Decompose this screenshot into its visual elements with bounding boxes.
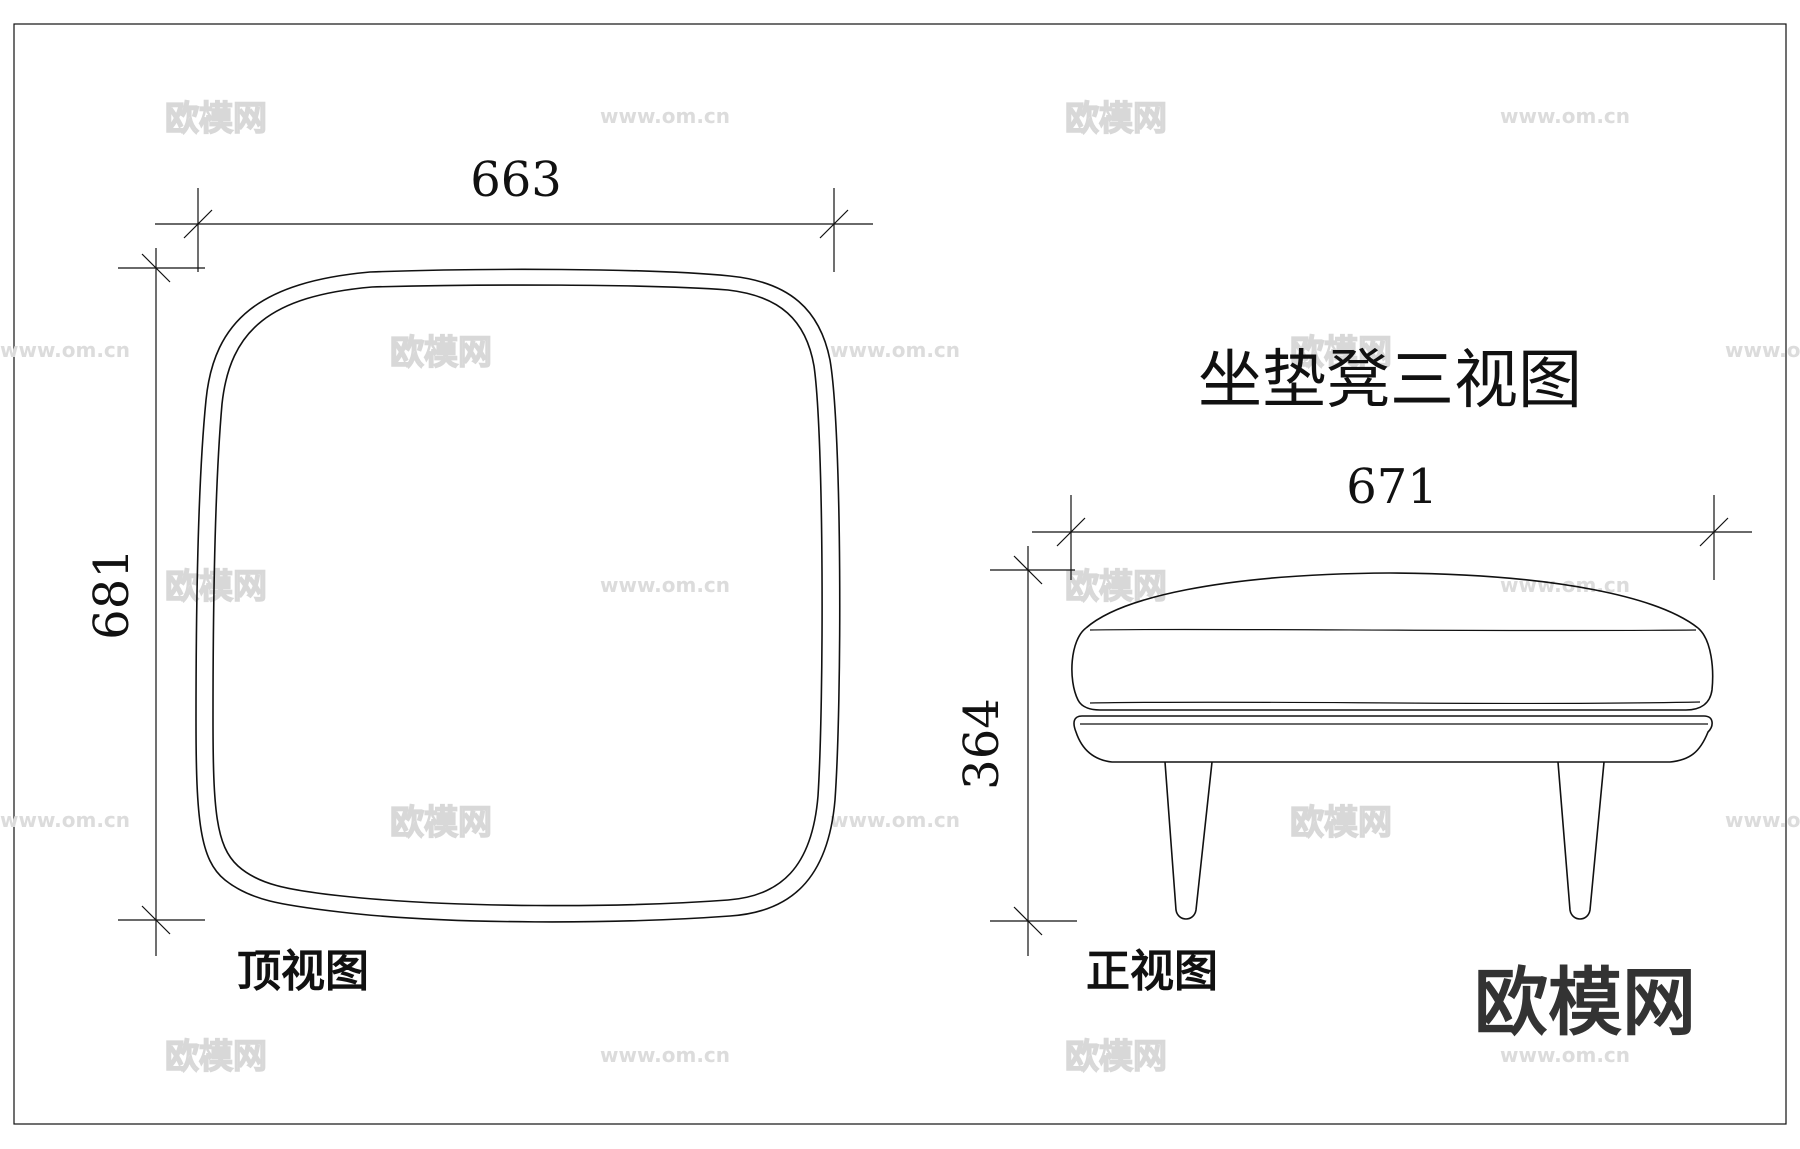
top-width-tick-left — [183, 209, 213, 239]
top-width-tick-right — [819, 209, 849, 239]
watermark-brand: 欧模网 — [165, 99, 267, 139]
front-cushion-seam-bottom — [1089, 701, 1701, 705]
front-leg-left — [1164, 761, 1213, 920]
drawing-frame — [13, 23, 1787, 1125]
front-cushion-seam-top — [1089, 628, 1697, 632]
watermark-url: www.om.cn — [0, 808, 130, 832]
watermark-url: www.om.cn — [1725, 808, 1800, 832]
watermark-brand: 欧模网 — [1290, 803, 1392, 843]
top-depth-tick-top — [141, 253, 171, 283]
drawing-title: 坐垫凳三视图 — [1198, 344, 1582, 418]
watermark-url: www.om.cn — [830, 808, 960, 832]
front-width-tick-right — [1699, 517, 1729, 547]
watermark-url: www.om.cn — [0, 338, 130, 362]
front-width-tick-left — [1056, 517, 1086, 547]
watermark-brand: 欧模网 — [1065, 99, 1167, 139]
watermark-brand: 欧模网 — [1290, 333, 1392, 373]
top-depth-tick-bottom — [141, 905, 171, 935]
watermark-url: www.om.cn — [600, 104, 730, 128]
top-view-outer-outline — [195, 268, 841, 923]
front-cushion-body — [1071, 627, 1714, 711]
front-height-tick-bottom — [1013, 906, 1043, 936]
watermark-url: www.om.cn — [1725, 338, 1800, 362]
front-leg-right — [1557, 761, 1605, 920]
top-view-label: 顶视图 — [237, 946, 369, 997]
watermark-layer: 欧模网 www.om.cn 欧模网 www.om.cn www.om.cn 欧模… — [0, 98, 1800, 1077]
top-width-dim-label: 663 — [470, 152, 562, 208]
front-width-dim-label: 671 — [1346, 459, 1438, 515]
watermark-brand: 欧模网 — [1065, 567, 1167, 607]
watermark-brand: 欧模网 — [1065, 1037, 1167, 1077]
front-height-tick-top — [1013, 555, 1043, 585]
watermark-url: www.om.cn — [600, 573, 730, 597]
top-view-inner-outline — [212, 284, 823, 907]
watermark-url: www.om.cn — [1500, 104, 1630, 128]
watermark-brand: 欧模网 — [390, 333, 492, 373]
front-view: 671 364 正视图 — [954, 459, 1752, 997]
front-view-label: 正视图 — [1086, 946, 1218, 997]
watermark-brand: 欧模网 — [165, 567, 267, 607]
brand-logo: 欧模网 — [1474, 960, 1696, 1046]
watermark-url: www.om.cn — [830, 338, 960, 362]
watermark-brand: 欧模网 — [390, 803, 492, 843]
front-base-frame — [1073, 715, 1713, 763]
front-height-dim-label: 364 — [954, 698, 1010, 790]
top-view: 663 681 顶视图 — [84, 152, 873, 997]
watermark-url: www.om.cn — [600, 1043, 730, 1067]
front-cushion-top — [1085, 572, 1699, 629]
watermark-brand: 欧模网 — [165, 1037, 267, 1077]
watermark-url: www.om.cn — [1500, 1043, 1630, 1067]
top-depth-dim-label: 681 — [84, 548, 140, 640]
